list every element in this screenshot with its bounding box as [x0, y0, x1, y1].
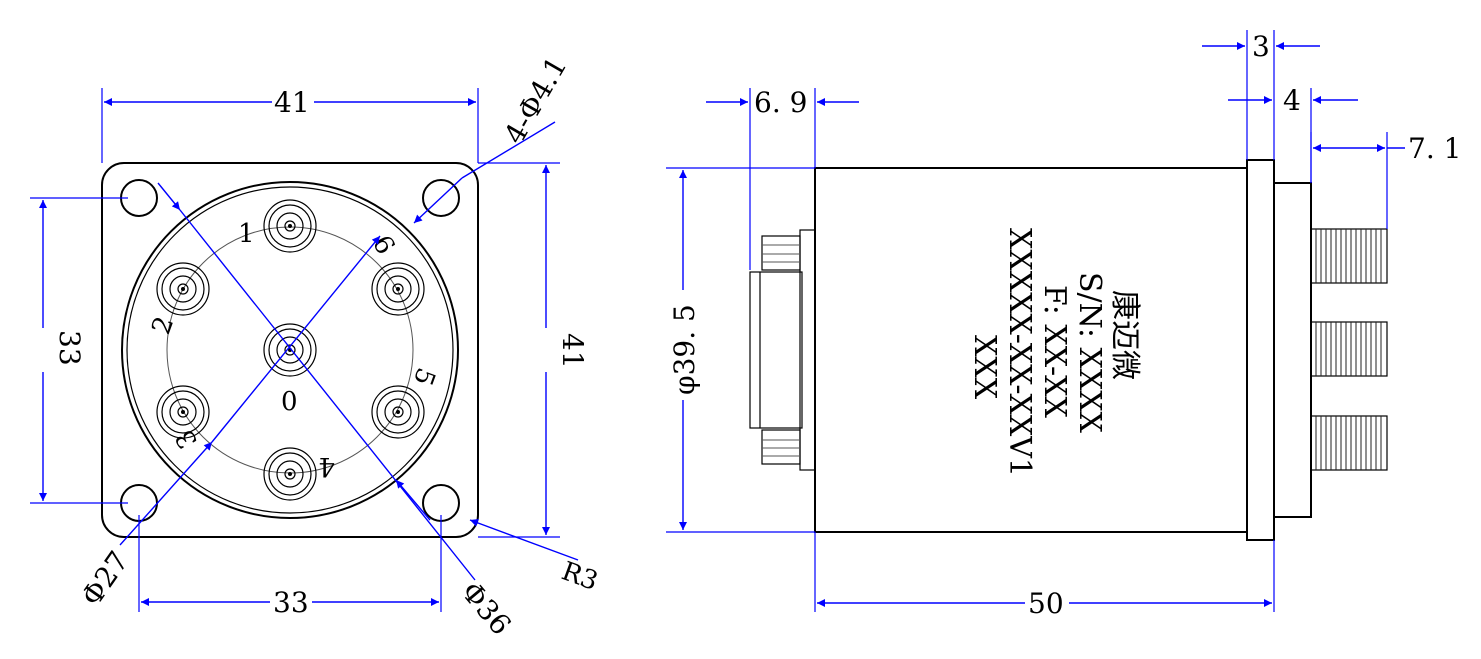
- port-label-1: 1: [238, 219, 255, 249]
- dim-4: 4: [1283, 84, 1301, 117]
- dim-33-bottom: 33: [273, 586, 309, 619]
- connector-port-1: [263, 199, 317, 253]
- mounting-hole-tr: [422, 179, 460, 217]
- dim-3: 3: [1252, 30, 1270, 63]
- leader-phi36-a: [157, 182, 181, 211]
- leader-phi36-arrow: [395, 479, 431, 521]
- leader-4hole: [461, 121, 556, 179]
- dim-41-top: 41: [274, 86, 310, 119]
- front-view: 1 0 2 3 4 5 6 41 41 33: [28, 51, 602, 641]
- leader-4hole-b: [413, 177, 463, 224]
- dim-r3: R3: [558, 556, 602, 597]
- port-label-5: 5: [407, 364, 441, 390]
- connector-port-3: [156, 385, 210, 439]
- leader-phi36-b: [179, 209, 476, 581]
- dim-41-right: 41: [556, 333, 589, 369]
- side-flange: [1246, 159, 1275, 541]
- flange-outline: [101, 162, 479, 538]
- dim-33-left: 33: [53, 330, 86, 366]
- port-label-6: 6: [366, 231, 400, 260]
- port-label-4: 4: [318, 451, 335, 481]
- rear-connector: [749, 229, 816, 471]
- connector-port-2: [156, 262, 210, 316]
- sma-connector-top: [1310, 228, 1388, 284]
- body-outer-circle: [121, 181, 459, 519]
- body-inner-circle: [126, 186, 454, 514]
- body-text-line3: F: XX-XX: [1037, 285, 1072, 418]
- body-text-line4: S/N: XXXX: [1072, 272, 1107, 434]
- dim-7-1: 7. 1: [1408, 132, 1461, 165]
- dim-phi36: Φ36: [455, 575, 518, 641]
- body-text-line5: 康迈微: [1107, 290, 1142, 380]
- dim-6-9: 6. 9: [754, 86, 807, 119]
- side-step: [1273, 182, 1312, 518]
- connector-port-5: [371, 385, 425, 439]
- sma-connector-bottom: [1310, 415, 1388, 471]
- leader-r3: [469, 519, 579, 561]
- body-text-line2: XXXXX-XX-XXV1: [1002, 228, 1037, 477]
- connector-port-4: [263, 447, 317, 501]
- port-label-2: 2: [146, 313, 180, 339]
- dim-50: 50: [1028, 587, 1064, 620]
- dim-phi27: Φ27: [75, 545, 136, 612]
- dim-4-phi41: 4-Φ4.1: [497, 51, 573, 150]
- sma-connector-mid: [1310, 321, 1388, 377]
- dim-phi-39-5: φ39. 5: [668, 304, 701, 395]
- leader-phi27-a: [119, 441, 213, 546]
- port-label-0: 0: [281, 387, 298, 417]
- body-text-line1: XXX: [967, 335, 1002, 400]
- leader-phi27-b: [211, 235, 381, 443]
- connector-port-6: [371, 262, 425, 316]
- connector-center: [263, 323, 317, 377]
- port-label-3: 3: [170, 424, 204, 453]
- side-view: XXX XXXXX-XX-XXV1 F: XX-XX S/N: XXXX 康迈微…: [666, 30, 1461, 620]
